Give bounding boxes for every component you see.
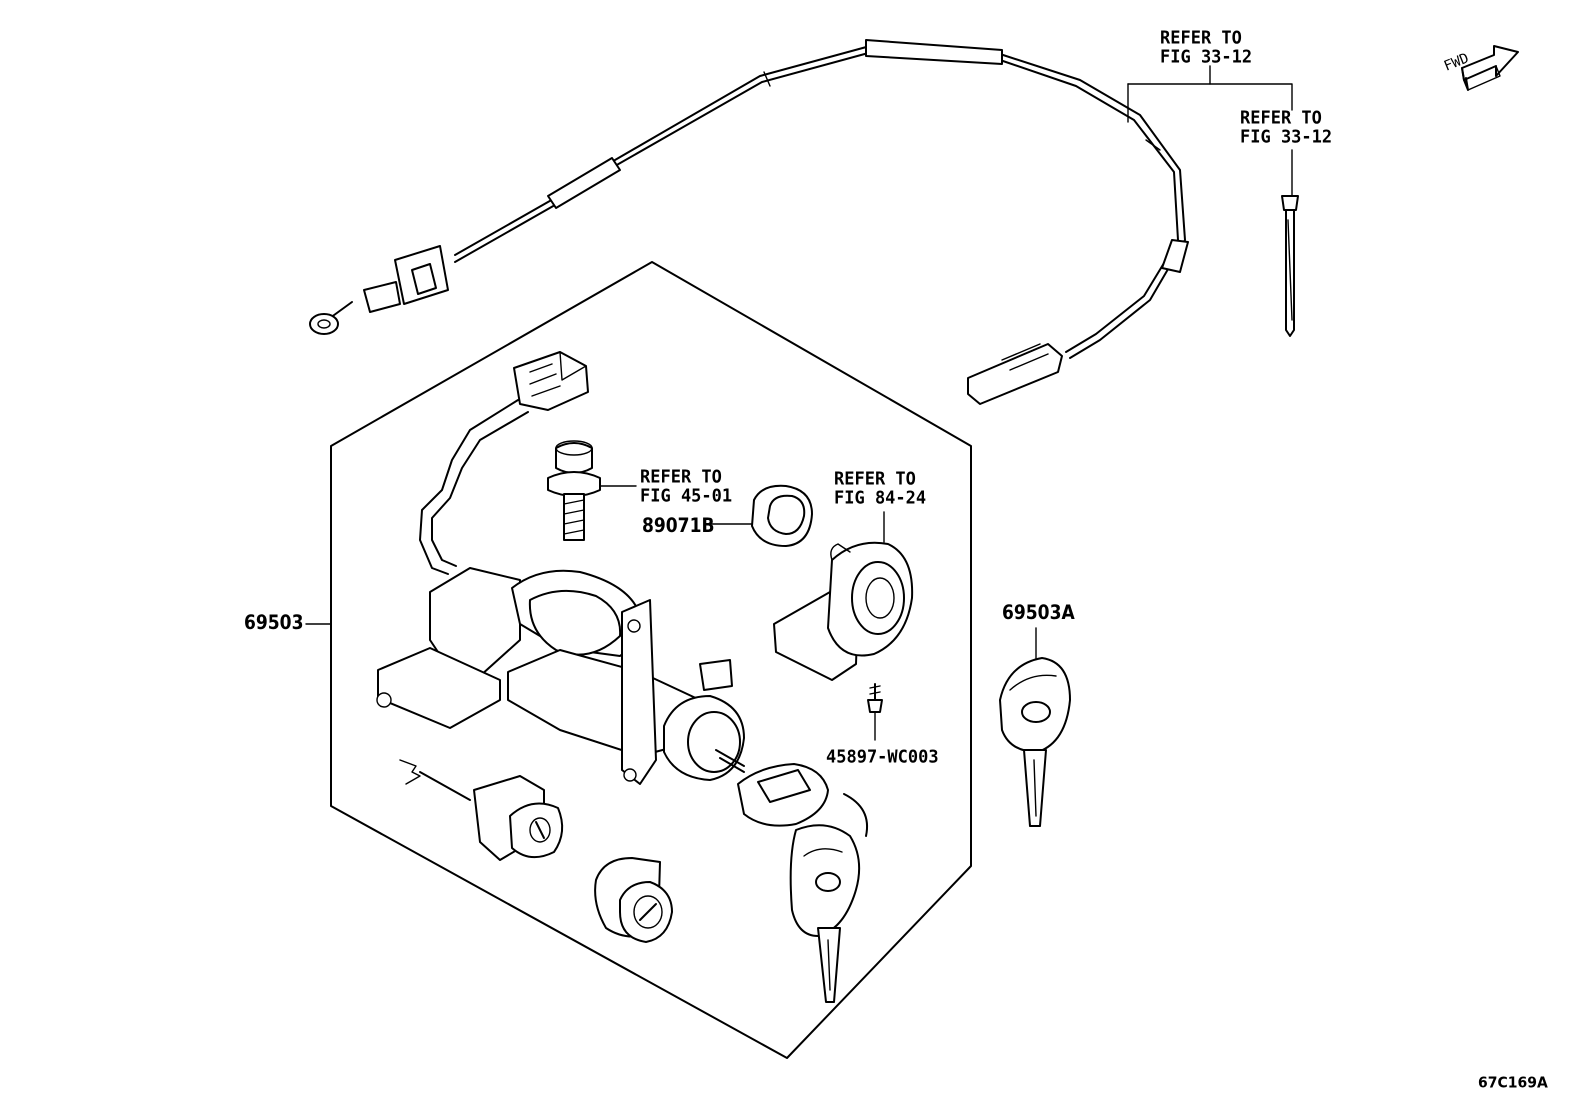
refer-fig-45-01: FIG 45-01 — [640, 486, 733, 507]
cable-assembly — [309, 39, 1293, 405]
screw-part — [867, 683, 883, 741]
key-in-lock — [737, 763, 868, 1003]
tie-strap — [1281, 149, 1299, 337]
refer-to-label: REFER TO — [1240, 108, 1322, 129]
key-part — [999, 627, 1071, 827]
wire-harness — [419, 351, 589, 575]
cylinder-cover-part — [773, 511, 914, 681]
part-number-screw: 45897-WC003 — [826, 747, 939, 768]
ignition-lock-body — [376, 567, 745, 785]
door-lock-cylinder — [399, 759, 564, 861]
bolt-part — [547, 440, 637, 541]
part-number-key: 69503A — [1002, 600, 1075, 625]
refer-fig-84-24: FIG 84-24 — [834, 488, 927, 509]
transponder-amplifier-part — [711, 484, 813, 547]
refer-to-label: REFER TO — [834, 469, 916, 490]
refer-fig-33-12-top: FIG 33-12 — [1160, 47, 1253, 68]
refer-to-label: REFER TO — [1160, 28, 1242, 49]
refer-fig-33-12-right: FIG 33-12 — [1240, 127, 1333, 148]
glove-box-lock-cylinder — [594, 857, 673, 943]
refer-to-label: REFER TO — [640, 467, 722, 488]
kit-boundary — [330, 261, 972, 1059]
part-number-transponder: 89071B — [642, 513, 715, 538]
part-number-lock-set: 69503 — [244, 610, 304, 635]
fwd-arrow-icon — [1461, 45, 1519, 91]
figure-code: 67C169A — [1478, 1075, 1548, 1092]
